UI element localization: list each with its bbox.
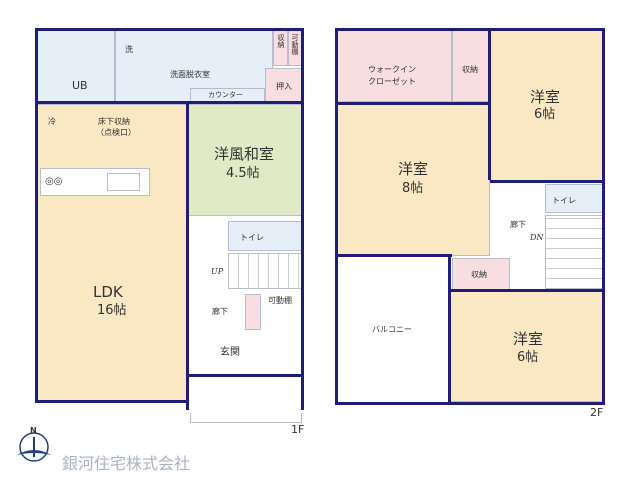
room-6a xyxy=(490,30,603,182)
shelf-label: 可動棚 xyxy=(291,34,299,55)
wall xyxy=(488,30,491,180)
wall xyxy=(186,104,189,410)
fridge-label: 冷 xyxy=(48,117,56,126)
wall xyxy=(188,374,302,377)
wall xyxy=(335,28,338,405)
inspection-label: （点検口） xyxy=(96,128,136,137)
stairs-1f[interactable] xyxy=(228,253,302,289)
toilet-label: トイレ xyxy=(240,233,264,242)
storage-label: 収納 xyxy=(277,34,285,48)
stairs-2f[interactable] xyxy=(545,215,603,289)
wall xyxy=(602,28,605,405)
wall xyxy=(490,180,603,183)
kitchen-counter xyxy=(40,168,150,196)
ldk-label: LDK xyxy=(93,283,123,301)
wall xyxy=(301,28,304,410)
room8-label: 洋室 xyxy=(398,160,429,178)
wall xyxy=(337,254,452,257)
room8-size: 8帖 xyxy=(402,181,424,196)
wall xyxy=(335,28,605,31)
wall xyxy=(35,28,38,403)
toilet-1f xyxy=(228,221,302,251)
room6a-size: 6帖 xyxy=(534,107,556,122)
wash-label: 洗 xyxy=(125,45,133,54)
ldk-size: 16帖 xyxy=(97,303,127,318)
wall xyxy=(335,402,605,405)
ub-label: UB xyxy=(72,79,88,92)
hall-label: 廊下 xyxy=(212,307,228,316)
washitsu-label: 洋風和室 xyxy=(214,145,275,163)
underfloor-label: 床下収納 xyxy=(98,117,130,126)
wall xyxy=(35,28,304,31)
storage-2f-2 xyxy=(452,258,510,290)
counter-label: カウンター xyxy=(208,91,243,99)
compass-icon xyxy=(17,432,51,462)
washroom-label: 洗面脱衣室 xyxy=(170,70,210,79)
wall xyxy=(448,257,451,403)
compass-north: N xyxy=(30,426,37,435)
wic-label-2: クローゼット xyxy=(368,77,416,86)
hall2-label: 廊下 xyxy=(510,220,526,229)
wall xyxy=(35,400,188,403)
walk-in-closet xyxy=(337,30,452,102)
toilet2-label: トイレ xyxy=(552,196,576,205)
room6b-label: 洋室 xyxy=(513,330,544,348)
room6b-size: 6帖 xyxy=(517,350,539,365)
floor-2-label: 2F xyxy=(590,406,604,419)
up-label: UP xyxy=(211,267,224,276)
balcony-label: バルコニー xyxy=(372,325,412,334)
porch xyxy=(190,413,302,423)
room6a-label: 洋室 xyxy=(530,88,561,106)
floor-1-label: 1F xyxy=(291,423,305,436)
stove-icon: ◎◎ xyxy=(45,176,63,187)
hall-storage xyxy=(245,294,261,330)
entrance-label: 玄関 xyxy=(220,347,240,358)
wic-label: ウォークイン xyxy=(368,65,416,74)
ldk xyxy=(37,104,188,402)
sink-icon xyxy=(107,173,140,191)
wall xyxy=(337,102,490,105)
storage2-label: 収納 xyxy=(471,270,487,279)
wall xyxy=(37,101,302,104)
company-name: 銀河住宅株式会社 xyxy=(62,454,191,473)
washitsu-size: 4.5帖 xyxy=(226,166,260,181)
oshiire-label: 押入 xyxy=(276,82,292,91)
wall xyxy=(450,289,603,292)
storage1-label: 収納 xyxy=(462,65,478,74)
shelf2-label: 可動棚 xyxy=(268,296,292,305)
washitsu xyxy=(188,104,302,216)
dn-label: DN xyxy=(530,233,544,242)
